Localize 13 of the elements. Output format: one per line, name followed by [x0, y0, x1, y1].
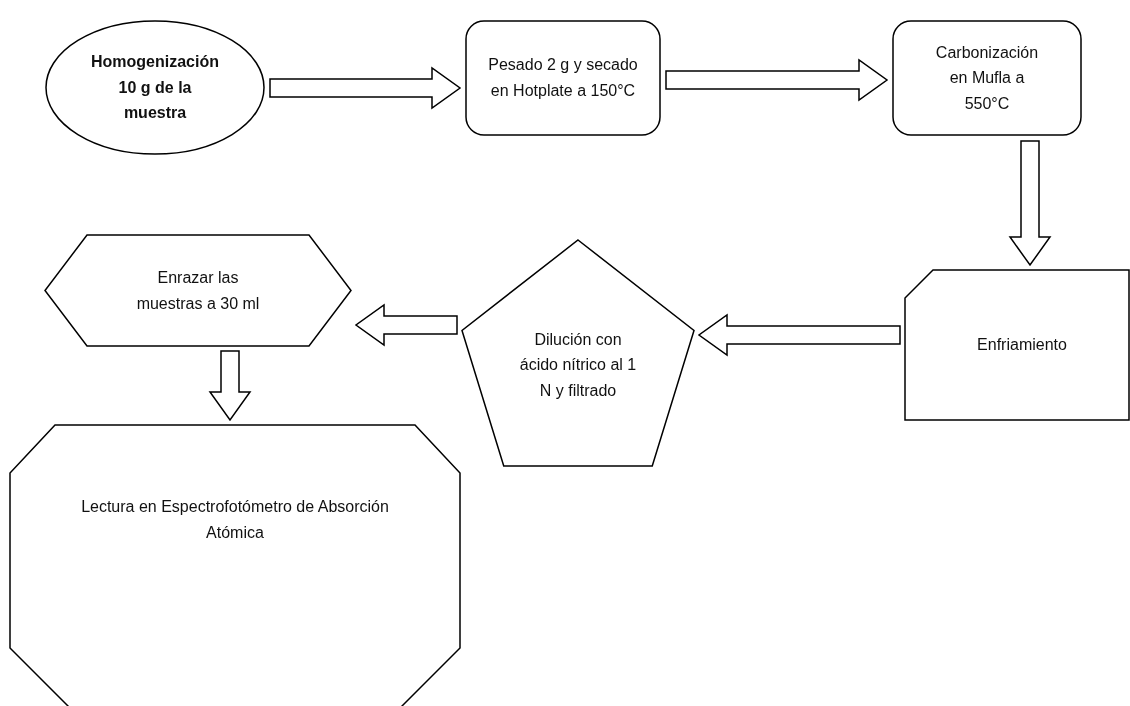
block-arrow	[1008, 140, 1052, 267]
step-text: Dilución con ácido nítrico al 1 N y filtrado	[518, 329, 638, 401]
step-text: Carbonización en Mufla a 550°C	[934, 42, 1040, 114]
step-text: Lectura en Espectrofotómetro de Absorción Atómica	[80, 497, 390, 543]
step-text: Enfriamiento	[977, 335, 1067, 356]
block-arrow	[665, 58, 889, 102]
block-arrow	[697, 313, 901, 357]
block-arrow	[269, 66, 462, 110]
block-arrow	[354, 303, 458, 347]
block-arrow	[208, 350, 252, 422]
step-text: Enrazar las muestras a 30 ml	[135, 267, 261, 314]
step-text: Pesado 2 g y secado en Hotplate a 150°C	[487, 55, 639, 101]
step-text: Homogenización 10 g de la muestra	[91, 52, 219, 124]
